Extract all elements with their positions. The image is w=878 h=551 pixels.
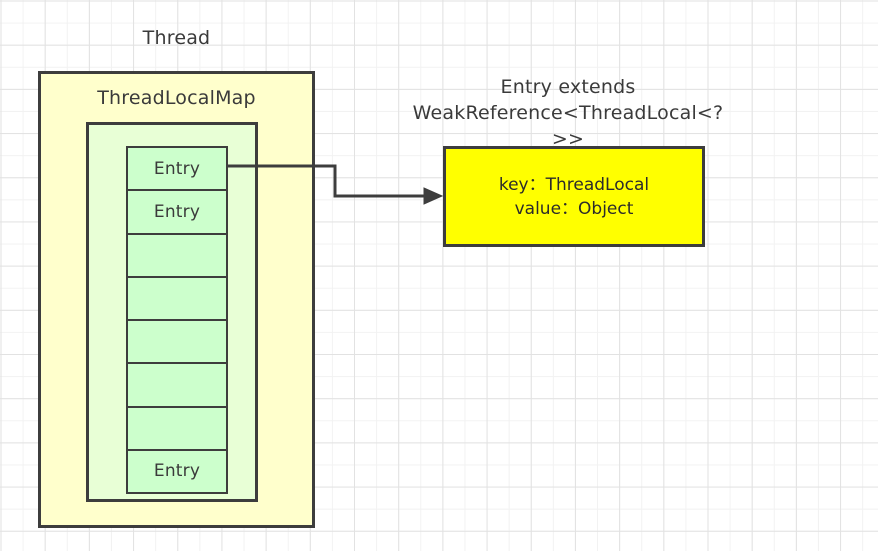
entry-detail-title-line2: WeakReference<ThreadLocal<?>> bbox=[412, 102, 724, 150]
entry-table: Entry Entry Entry bbox=[126, 146, 228, 494]
entry-detail-title-line1: Entry extends bbox=[500, 76, 636, 98]
threadlocalmap-title-label: ThreadLocalMap bbox=[97, 87, 256, 109]
entry-detail-box[interactable]: key：ThreadLocal value：Object bbox=[443, 146, 705, 247]
entry-cell[interactable]: Entry bbox=[126, 189, 228, 233]
thread-title-label: Thread bbox=[142, 27, 211, 49]
entry-detail-title: Entry extends WeakReference<ThreadLocal<… bbox=[398, 74, 738, 152]
entry-cell[interactable] bbox=[126, 275, 228, 319]
entry-key-row: key：ThreadLocal bbox=[498, 174, 650, 195]
entry-value-row: value：Object bbox=[514, 198, 634, 219]
entry-cell[interactable]: Entry bbox=[126, 448, 228, 494]
arrowhead-icon bbox=[423, 187, 444, 205]
entry-cell[interactable] bbox=[126, 362, 228, 406]
entry-cell[interactable]: Entry bbox=[126, 146, 228, 190]
entry-cell[interactable] bbox=[126, 232, 228, 276]
entry-cell[interactable] bbox=[126, 405, 228, 449]
entry-cell[interactable] bbox=[126, 319, 228, 363]
